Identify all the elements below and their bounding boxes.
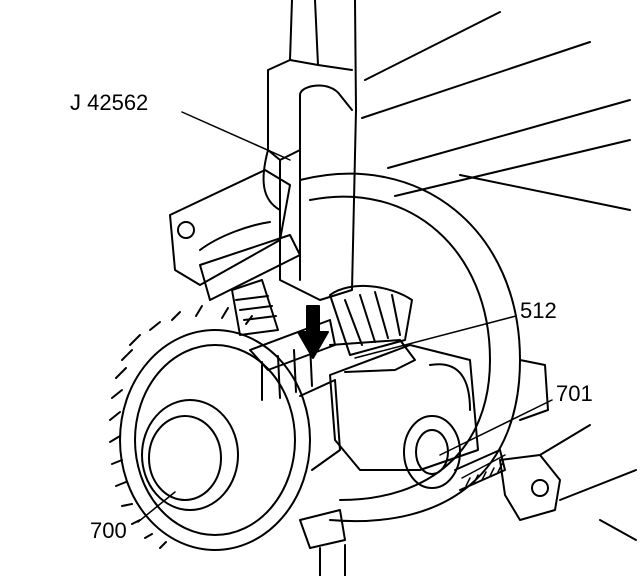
- callout-700: 700: [90, 518, 127, 543]
- special-tool-j42562: [262, 0, 357, 301]
- callout-701: 701: [556, 381, 593, 406]
- lower-flange: [499, 454, 561, 521]
- housing-background-lines: [361, 11, 637, 541]
- output-shaft-701: [403, 415, 506, 491]
- leader-lines: [137, 111, 553, 523]
- callout-512: 512: [520, 298, 557, 323]
- differential-housing: [299, 172, 549, 523]
- mounting-flange: [169, 169, 291, 286]
- ring-gear-teeth: [461, 454, 506, 487]
- callout-tool-j42562: J 42562: [70, 90, 149, 115]
- base-fixture: [299, 509, 346, 576]
- spur-gear-700: [109, 305, 341, 551]
- pinion-gear-512: [231, 279, 416, 373]
